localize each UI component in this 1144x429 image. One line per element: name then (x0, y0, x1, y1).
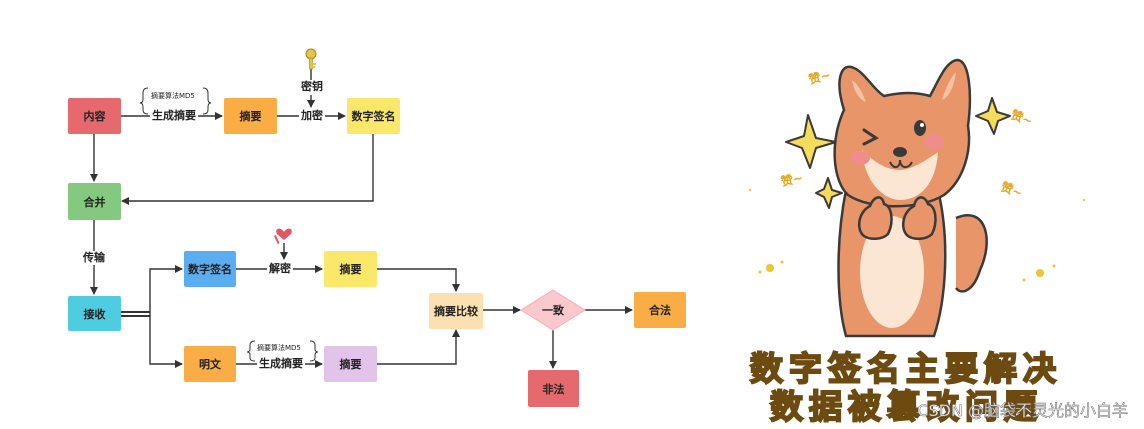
dog-tail (955, 214, 988, 293)
star-left-small (815, 177, 843, 209)
node-signature-top: 数字签名 (347, 98, 400, 134)
label-decrypt: 解密 (267, 262, 293, 276)
label-generate-digest-top: 生成摘要 (150, 109, 198, 123)
edge-digest-compare-top (377, 268, 460, 292)
dog-eye (914, 120, 926, 136)
praise-text-4: 赞~ (998, 178, 1025, 200)
dog-mouth (889, 159, 913, 168)
node-content: 内容 (68, 98, 121, 134)
note-algo-top: 摘要算法MD5 (151, 92, 195, 100)
dog-ear-inner-right (942, 72, 956, 100)
dog-blush-right (924, 134, 944, 150)
dog-nose (893, 147, 907, 157)
sparkle-dots (748, 188, 1086, 282)
label-generate-digest-bottom: 生成摘要 (257, 357, 305, 371)
node-signature-received: 数字签名 (184, 251, 236, 287)
note-algo-bottom: 摘要算法MD5 (257, 344, 301, 352)
brace-right-top (202, 87, 212, 115)
csdn-watermark: CSDN @脑袋不灵光的小白羊 (917, 401, 1128, 421)
praise-text-1: 赞~ (806, 67, 832, 87)
node-invalid: 非法 (528, 370, 579, 407)
sticker-caption-line1: 数字签名主要解决 (749, 348, 1062, 389)
heart-key-icon (273, 228, 292, 245)
node-compare: 摘要比较 (429, 293, 483, 329)
node-plaintext: 明文 (184, 346, 236, 382)
star-right (975, 97, 1011, 135)
dog-paw-right (901, 196, 937, 240)
label-transmit: 传输 (81, 251, 107, 265)
edge-signature-merge (121, 134, 374, 205)
dog-ear-inner-left (852, 80, 866, 102)
node-valid: 合法 (634, 292, 686, 328)
dog-muzzle (862, 150, 938, 200)
star-left-big (785, 114, 837, 169)
node-digest-top: 摘要 (224, 98, 277, 134)
edge-receive-signature (149, 265, 183, 314)
node-consistent-label: 一致 (542, 304, 564, 317)
shiba-dog-sticker: 赞~ 赞~ 赞~ 赞~ (748, 58, 1086, 338)
dog-paw-left (857, 196, 893, 240)
praise-text-2: 赞~ (1008, 106, 1035, 128)
dog-belly (860, 216, 924, 328)
node-digest-plain: 摘要 (324, 346, 377, 382)
brace-left-top (139, 87, 149, 115)
edge-digest-compare-bottom (377, 329, 460, 365)
decision-diamond (520, 289, 586, 331)
brace-right-bottom (309, 340, 319, 362)
node-digest-decrypted: 摘要 (324, 251, 377, 287)
sticker-caption-line2: 数据被篡改问题 (769, 386, 1043, 427)
edge-receive-plaintext (149, 314, 183, 368)
dog-blush-left (850, 151, 870, 165)
brace-left-bottom (246, 340, 256, 362)
label-encrypt: 加密 (299, 109, 325, 123)
node-receive: 接收 (68, 296, 121, 331)
node-merge: 合并 (68, 183, 121, 220)
label-key-top: 密钥 (299, 80, 325, 94)
dog-wink-eye (862, 128, 879, 146)
gold-key-icon (305, 48, 317, 70)
praise-text-3: 赞~ (779, 170, 805, 189)
